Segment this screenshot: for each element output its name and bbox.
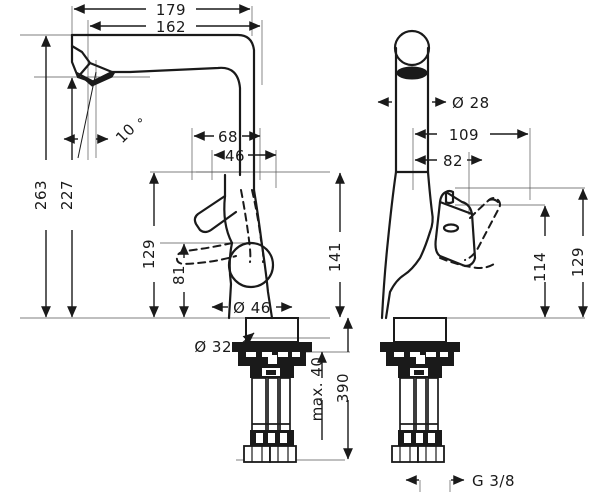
dim-68-label: 68 (218, 128, 238, 146)
dimension-lines (41, 4, 588, 485)
dimension-labels: 179 162 10 ° 68 46 263 227 129 81 141 Ø … (32, 1, 587, 490)
extension-lines (20, 6, 585, 492)
dim-46-top-label: 46 (225, 147, 245, 165)
dim-diameter-28-label: Ø 28 (452, 94, 490, 112)
side-view-faucet (380, 29, 501, 320)
dim-109-label: 109 (449, 126, 479, 144)
dim-114-label: 114 (531, 252, 549, 282)
dim-162-label: 162 (156, 18, 186, 36)
dim-263-label: 263 (32, 180, 50, 210)
dim-diameter-46-label: Ø 46 (233, 299, 271, 317)
dim-227-label: 227 (58, 180, 76, 210)
dim-129-side-label: 129 (569, 247, 587, 277)
front-view-mounting-hardware (232, 342, 312, 463)
dim-81-label: 81 (170, 265, 188, 285)
dim-thread-g38-label: G 3/8 (472, 472, 515, 490)
side-view-mounting-hardware (380, 342, 460, 463)
dim-129-front-label: 129 (140, 239, 158, 269)
dim-390-label: 390 (334, 373, 352, 403)
dim-max-40-label: max. 40 (308, 357, 326, 422)
dim-82-label: 82 (443, 152, 463, 170)
dim-141-label: 141 (326, 242, 344, 272)
dim-179-label: 179 (156, 1, 186, 19)
front-view-faucet (70, 33, 275, 320)
dim-diameter-32-label: Ø 32 (194, 338, 232, 356)
